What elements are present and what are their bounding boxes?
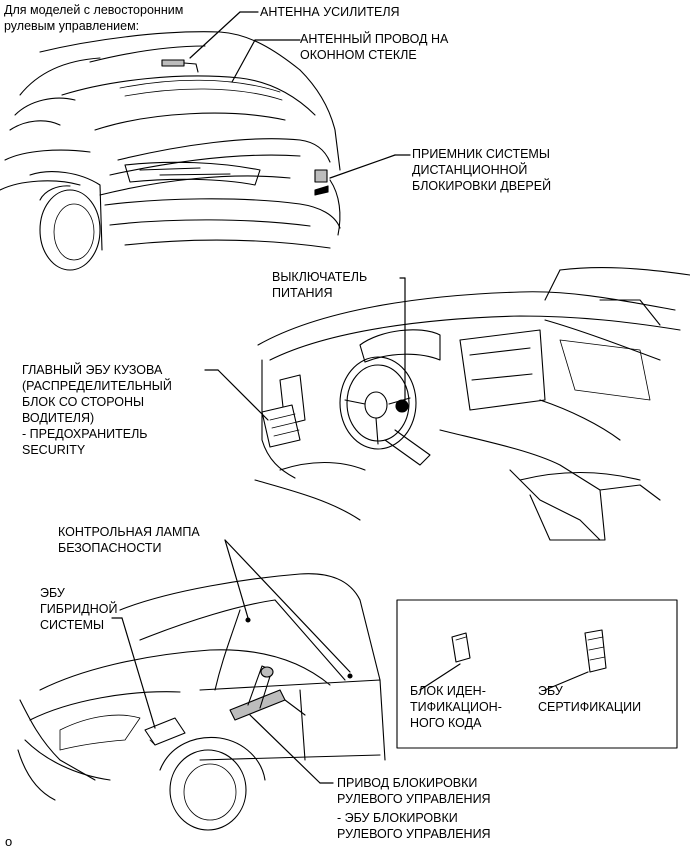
car-front-view-drawing — [17, 539, 386, 831]
main-body-ecu-label: ГЛАВНЫЙ ЭБУ КУЗОВА (РАСПРЕДЕЛИТЕЛЬНЫЙ БЛ… — [22, 363, 172, 457]
model-note-line-2: рулевым управлением: — [4, 19, 140, 33]
figure-code: o — [5, 834, 13, 849]
power-switch-label: ВЫКЛЮЧАТЕЛЬ ПИТАНИЯ — [272, 270, 368, 300]
car-rear-view-drawing — [0, 11, 411, 271]
certification-ecu-label: ЭБУ СЕРТИФИКАЦИИ — [538, 684, 642, 714]
id-code-box-label: БЛОК ИДЕН- ТИФИКАЦИОН- НОГО КОДА — [410, 684, 502, 730]
dashboard-drawing — [204, 266, 690, 541]
model-note: Для моделей с левосторонним рулевым упра… — [4, 2, 183, 34]
amplifier-antenna-label: АНТЕННА УСИЛИТЕЛЯ — [260, 5, 400, 19]
inset-box — [396, 599, 678, 749]
window-antenna-wire-label: АНТЕННЫЙ ПРОВОД НА ОКОННОМ СТЕКЛЕ — [300, 32, 449, 62]
model-note-line-1: Для моделей с левосторонним — [4, 3, 184, 17]
door-lock-receiver-label: ПРИЕМНИК СИСТЕМЫ ДИСТАНЦИОННОЙ БЛОКИРОВК… — [412, 147, 552, 193]
steering-lock-label: ПРИВОД БЛОКИРОВКИ РУЛЕВОГО УПРАВЛЕНИЯ - … — [337, 776, 491, 841]
security-indicator-label: КОНТРОЛЬНАЯ ЛАМПА БЕЗОПАСНОСТИ — [58, 525, 200, 555]
hybrid-ecu-label: ЭБУ ГИБРИДНОЙ СИСТЕМЫ — [40, 586, 118, 632]
